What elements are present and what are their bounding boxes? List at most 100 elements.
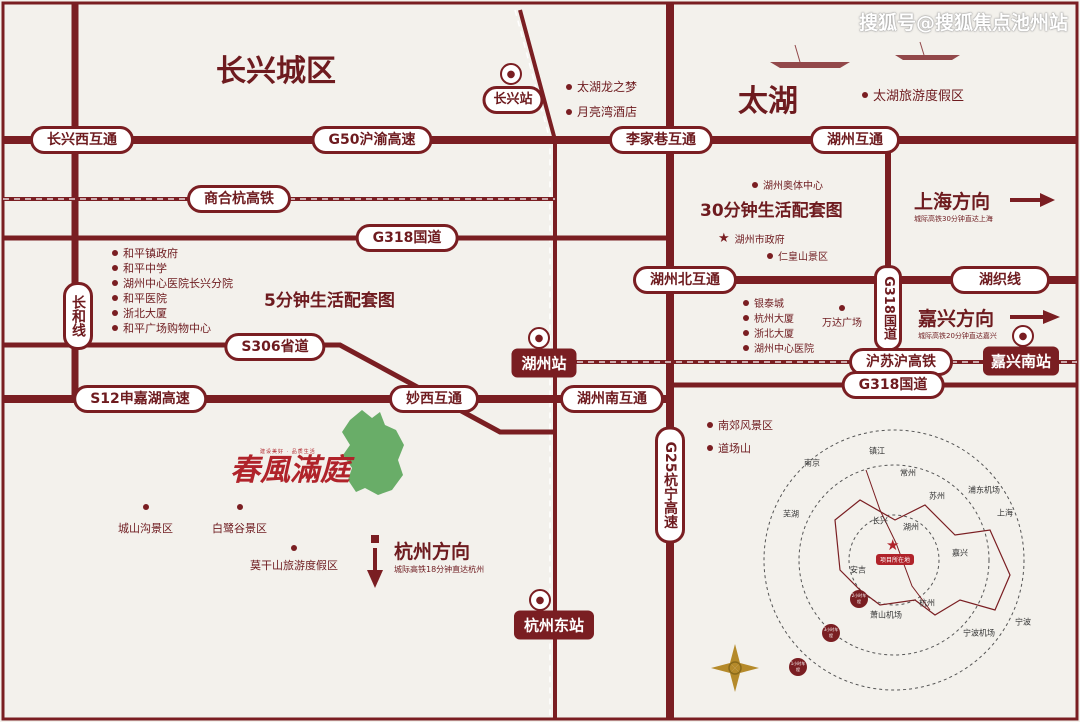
project-logo-text: 春風滿庭 — [230, 453, 350, 488]
project-star-icon: ★ — [886, 536, 900, 554]
poi-dot — [112, 250, 118, 256]
road-s12: S12申嘉湖高速 — [73, 385, 207, 413]
station-changxing: 长兴站 — [482, 86, 544, 114]
road-g50: G50沪渝高速 — [311, 126, 433, 154]
poi-hospital-branch: 湖州中心医院长兴分院 — [112, 275, 233, 291]
poi-dot — [743, 344, 749, 351]
tree-graphic — [342, 410, 404, 495]
poi-dot — [752, 181, 758, 188]
poi-dot — [236, 504, 243, 510]
poi-heping-hospital: 和平医院 — [112, 290, 167, 306]
project-logo: 建设美好 · 品质生活 春風滿庭 — [230, 448, 350, 487]
poi-dot — [767, 252, 773, 259]
city-xiaoshan-airport: 萧山机场 — [870, 610, 902, 620]
city-huzhou: 湖州 — [903, 522, 919, 532]
poi-zhebei-dasha: 浙北大厦 — [743, 325, 794, 340]
poi-dot — [112, 265, 118, 271]
road-g25: G25杭宁高速 — [655, 426, 685, 544]
direction-hangzhou: 杭州方向 城际高铁18分钟直达杭州 — [394, 541, 485, 574]
poi-yintai: 银泰城 — [743, 295, 784, 310]
project-logo-subtitle: 建设美好 · 品质生活 — [260, 449, 316, 455]
poi-dot — [839, 305, 845, 311]
poi-nanjiao: 南郊风景区 — [707, 417, 773, 433]
train-station-icon: ● — [1012, 325, 1034, 347]
city-zhenjiang: 镇江 — [869, 446, 885, 456]
city-shanghai: 上海 — [997, 508, 1013, 518]
road-g318-vertical: G318国道 — [874, 265, 902, 351]
district-taihu: 太湖 — [738, 84, 798, 119]
poi-dot — [743, 329, 749, 336]
poi-heping-school: 和平中学 — [112, 260, 167, 276]
city-changzhou: 常州 — [900, 468, 916, 478]
poi-hangzhou-dasha: 杭州大厦 — [743, 310, 794, 325]
boat-icon — [770, 41, 960, 68]
time-badge-1h: 1小时车程 — [789, 658, 807, 676]
poi-yueliangwan-hotel: 月亮湾酒店 — [566, 103, 637, 120]
poi-dot — [112, 325, 118, 331]
poi-chengshangou: 城山沟景区 — [118, 504, 173, 536]
road-lijiaxiang-interchange: 李家巷互通 — [609, 126, 713, 154]
road-miaoxi-interchange: 妙西互通 — [389, 385, 479, 413]
road-changxing-west-interchange: 长兴西互通 — [30, 126, 134, 154]
poi-dot — [566, 108, 572, 115]
compass-icon — [711, 644, 759, 692]
poi-baiguigu: 白鹭谷景区 — [212, 504, 267, 536]
poi-dot — [743, 314, 749, 321]
project-location-badge: 项目所在地 — [876, 554, 915, 565]
city-anji: 安吉 — [850, 565, 866, 575]
district-changxing: 长兴城区 — [216, 54, 336, 89]
road-g318-right: G318国道 — [841, 371, 945, 399]
poi-moganshan: 莫干山旅游度假区 — [250, 545, 338, 573]
watermark: 搜狐号@搜狐焦点池州站 — [858, 12, 1068, 34]
city-jiaxing: 嘉兴 — [952, 548, 968, 558]
arrow-down-icon — [367, 535, 383, 588]
poi-zhebei-dasha-5: 浙北大厦 — [112, 305, 167, 321]
city-changxing: 长兴 — [872, 516, 888, 526]
time-badge-2h: 2小时车程 — [850, 590, 868, 608]
road-huzhou-north-interchange: 湖州北互通 — [633, 266, 737, 294]
poi-dot — [566, 83, 572, 90]
poi-heping-gov: 和平镇政府 — [112, 245, 178, 261]
road-shanghe-hang-hsr: 商合杭高铁 — [187, 185, 291, 213]
poi-city-gov: ★湖州市政府 — [718, 231, 785, 246]
train-station-icon: ● — [529, 589, 551, 611]
city-nanjing: 南京 — [804, 458, 820, 468]
city-ningbo-airport: 宁波机场 — [963, 628, 995, 638]
poi-dot — [707, 445, 713, 451]
poi-renhuangshan: 仁皇山景区 — [767, 248, 828, 263]
city-ningbo: 宁波 — [1015, 617, 1031, 627]
poi-dot — [743, 299, 749, 306]
station-hangzhou-east: 杭州东站 — [513, 610, 595, 640]
poi-dot — [112, 295, 118, 301]
poi-dot — [112, 310, 118, 316]
direction-shanghai: 上海方向 城际高铁30分钟直达上海 — [914, 191, 993, 223]
train-station-icon: ● — [500, 63, 522, 85]
city-suzhou: 苏州 — [929, 491, 945, 501]
station-jiaxing-south: 嘉兴南站 — [982, 346, 1060, 376]
poi-taihu-longzhimeng: 太湖龙之梦 — [566, 78, 637, 95]
poi-taihu-resort: 太湖旅游度假区 — [862, 85, 964, 104]
road-changhe-line: 长和线 — [63, 282, 93, 350]
city-hangzhou: 杭州 — [919, 598, 935, 608]
train-station-icon: ● — [528, 327, 550, 349]
arrow-right-icon — [1010, 193, 1060, 324]
poi-dot — [142, 504, 149, 510]
poi-daochangshan: 道场山 — [707, 440, 751, 456]
direction-jiaxing: 嘉兴方向 城际高铁20分钟直达嘉兴 — [918, 308, 997, 340]
star-icon: ★ — [718, 231, 730, 246]
life-circle-5-title: 5分钟生活配套图 — [264, 291, 395, 311]
road-huzhi-line: 湖织线 — [950, 266, 1050, 294]
road-g318-top: G318国道 — [355, 224, 459, 252]
station-huzhou: 湖州站 — [511, 348, 577, 378]
poi-dot — [862, 91, 868, 98]
road-huzhou-south-interchange: 湖州南互通 — [560, 385, 664, 413]
road-huzhou-interchange: 湖州互通 — [810, 126, 900, 154]
poi-dot — [707, 422, 713, 428]
poi-huzhou-hospital: 湖州中心医院 — [743, 340, 814, 355]
city-pudong-airport: 浦东机场 — [968, 485, 1000, 495]
city-wuhu: 芜湖 — [783, 509, 799, 519]
poi-heping-plaza: 和平广场购物中心 — [112, 320, 211, 336]
life-circle-30-title: 30分钟生活配套图 — [700, 201, 843, 221]
road-s306: S306省道 — [224, 333, 326, 361]
time-badge-3h: 3小时车程 — [822, 624, 840, 642]
